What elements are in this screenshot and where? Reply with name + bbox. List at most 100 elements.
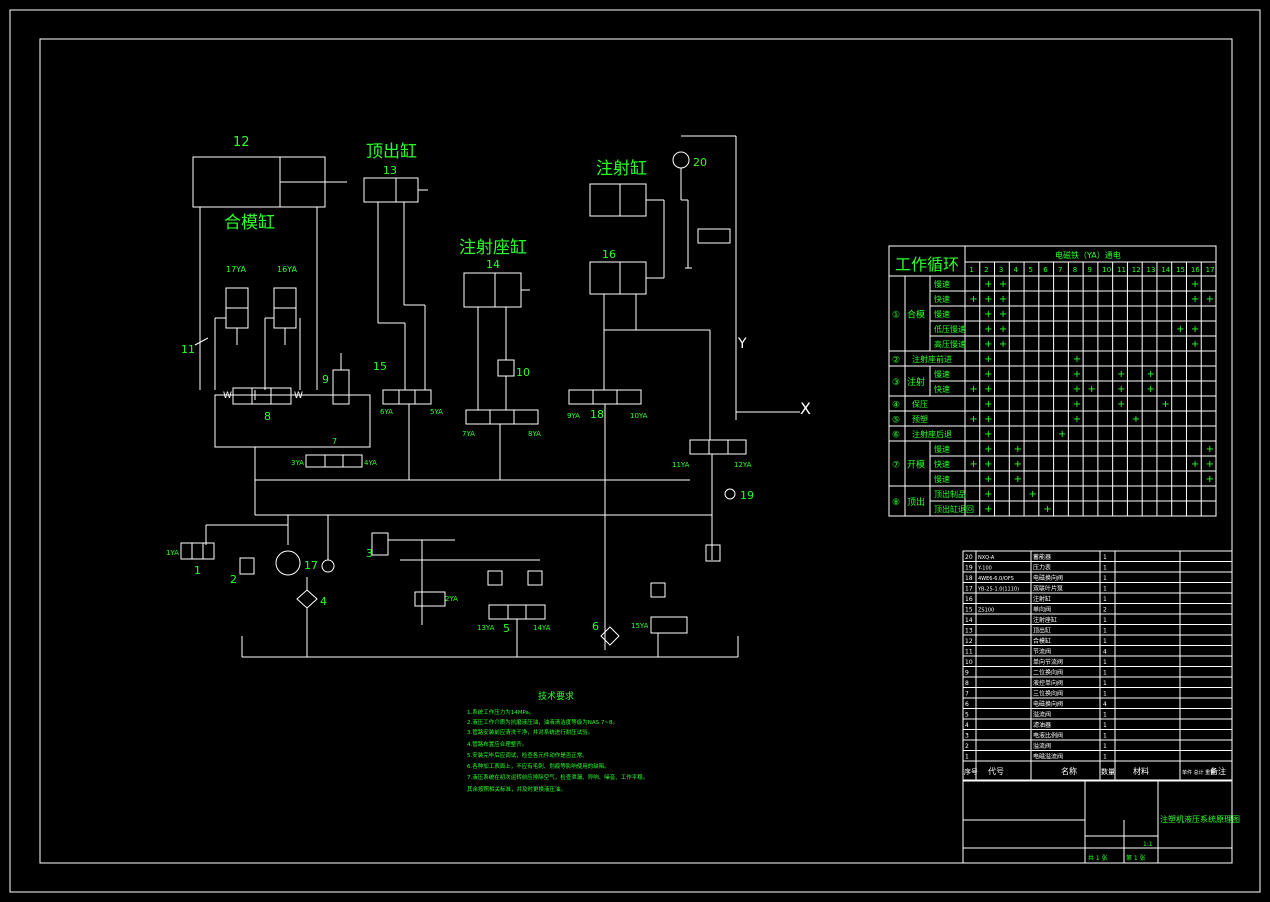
cycle-mark: + <box>1161 399 1169 410</box>
sol-17ya: 17YA <box>226 265 246 274</box>
cycle-mark: + <box>984 369 992 380</box>
accumulator-number: 20 <box>693 156 707 169</box>
valve-8 <box>214 387 371 448</box>
bom-cell-qty: 1 <box>1103 659 1107 666</box>
sol-14ya: 14YA <box>533 624 551 632</box>
injection-cylinder-number: 16 <box>602 248 616 261</box>
sol-10ya: 10YA <box>630 412 648 420</box>
svg-text:1.系统工作压力为14MPa。: 1.系统工作压力为14MPa。 <box>467 708 534 716</box>
valve-11ya-12ya <box>689 330 747 560</box>
cycle-mark: + <box>999 339 1007 350</box>
valve-5-label: 5 <box>503 622 510 635</box>
bom-cell-no: 5 <box>965 712 969 719</box>
ejector-cylinder-number: 13 <box>383 164 397 177</box>
cycle-mark: + <box>1206 474 1214 485</box>
bom-cell-qty: 1 <box>1103 617 1107 624</box>
cycle-mark: + <box>1014 474 1022 485</box>
bom-cell-no: 13 <box>965 628 973 635</box>
cycle-header: 电磁铁（YA）通电 <box>1055 250 1121 260</box>
cycle-mark: + <box>984 504 992 515</box>
cycle-mark: + <box>1117 399 1125 410</box>
cycle-row-label: 慢速 <box>934 309 950 319</box>
sheet-no: 第 1 张 <box>1126 854 1146 862</box>
svg-text:其余按照相关标准，并及时更换液压油。: 其余按照相关标准，并及时更换液压油。 <box>467 785 566 793</box>
bom-cell-code: 4WE6-6.0/OFS <box>978 576 1014 582</box>
bom-cell-code: YB-25-1.0(1110) <box>977 587 1019 593</box>
tech-lines: 1.系统工作压力为14MPa。 2.液压工作介质为抗磨液压油，油液清洁度等级为N… <box>467 708 648 793</box>
cycle-col-header: 11 <box>1117 266 1126 274</box>
bom-cell-qty: 1 <box>1103 680 1107 687</box>
cycle-group-num: ① <box>892 311 900 321</box>
cycle-mark: + <box>969 459 977 470</box>
cycle-row-label: 注射座前进 <box>912 354 952 364</box>
cycle-col-header: 3 <box>999 266 1003 274</box>
bom-cell-name: 节流阀 <box>1033 648 1051 656</box>
bom-cell-name: 溢流阀 <box>1033 711 1051 719</box>
ejector-cylinder-label: 顶出缸 <box>366 141 417 162</box>
bom-cell-name: 注射座缸 <box>1033 616 1057 624</box>
pump-17 <box>275 550 335 657</box>
bom-cell-no: 15 <box>965 607 973 614</box>
cycle-mark: + <box>1043 504 1051 515</box>
cycle-col-header: 7 <box>1058 266 1062 274</box>
bom-cell-no: 16 <box>965 596 973 603</box>
gauge-19-label: 19 <box>740 489 754 502</box>
bom-cell-qty: 1 <box>1103 554 1107 561</box>
cycle-row-label: 预塑 <box>912 414 928 424</box>
cycle-mark: + <box>1014 459 1022 470</box>
relief-valve-right <box>705 544 721 562</box>
ejector-cylinder <box>363 177 432 480</box>
sol-1ya: 1YA <box>166 549 179 557</box>
pressure-gauge-icon <box>724 488 736 500</box>
bom-cell-name: 溢流阀 <box>1033 742 1051 750</box>
cycle-row-label: 注射座后退 <box>912 429 952 439</box>
clamp-cylinder-label: 合模缸 <box>224 212 275 233</box>
pump-17-label: 17 <box>304 559 318 572</box>
cycle-mark: + <box>1014 444 1022 455</box>
valve-8-w-right: W <box>294 391 303 401</box>
cycle-col-header: 1 <box>969 266 973 274</box>
bom-cell-qty: 4 <box>1103 649 1107 656</box>
cycle-mark: + <box>984 309 992 320</box>
bom-cell-name: 液控单向阀 <box>1033 679 1063 687</box>
valve-1-label: 1 <box>194 564 201 577</box>
cycle-row-label: 慢速 <box>934 444 950 454</box>
valve-5 <box>487 570 546 657</box>
bom-cell-no: 9 <box>965 670 969 677</box>
bom-h-no: 序号 <box>964 767 978 776</box>
cycle-group-name: 合模 <box>907 309 925 321</box>
bom-cell-qty: 1 <box>1103 575 1107 582</box>
title-block <box>962 779 1233 864</box>
cycle-mark: + <box>1206 444 1214 455</box>
cycle-mark: + <box>984 294 992 305</box>
bom-cell-no: 18 <box>965 575 973 582</box>
valve-3-label: 3 <box>366 547 373 560</box>
bom-cell-qty: 4 <box>1103 701 1107 708</box>
cycle-row-label: 快速 <box>934 459 950 469</box>
clamp-cylinder-number: 12 <box>233 135 250 150</box>
cycle-row-label: 慢速 <box>934 279 950 289</box>
cycle-mark: + <box>1073 369 1081 380</box>
cycle-group-num: ② <box>892 356 900 366</box>
bom-cell-no: 1 <box>965 754 969 761</box>
valve-15ya <box>650 616 688 634</box>
cycle-mark: + <box>1191 279 1199 290</box>
cycle-mark: + <box>984 414 992 425</box>
cycle-mark: + <box>1191 324 1199 335</box>
cycle-group-name: 顶出 <box>907 496 925 508</box>
cycle-col-header: 14 <box>1161 266 1170 274</box>
throttle-11-icon <box>194 337 209 346</box>
sol-2ya: 2YA <box>445 595 458 603</box>
seat-cylinder-label: 注射座缸 <box>459 237 527 258</box>
bom-cell-no: 14 <box>965 617 973 624</box>
cycle-mark: + <box>1117 369 1125 380</box>
clamp-solenoid-valves <box>214 287 301 400</box>
bom-cell-name: 蓄能器 <box>1033 553 1051 561</box>
bom-cell-name: 顶出缸 <box>1033 627 1051 635</box>
bom-cell-no: 12 <box>965 638 973 645</box>
cycle-mark: + <box>984 444 992 455</box>
cycle-group-num: ⑧ <box>892 498 900 508</box>
cycle-col-header: 13 <box>1147 266 1156 274</box>
